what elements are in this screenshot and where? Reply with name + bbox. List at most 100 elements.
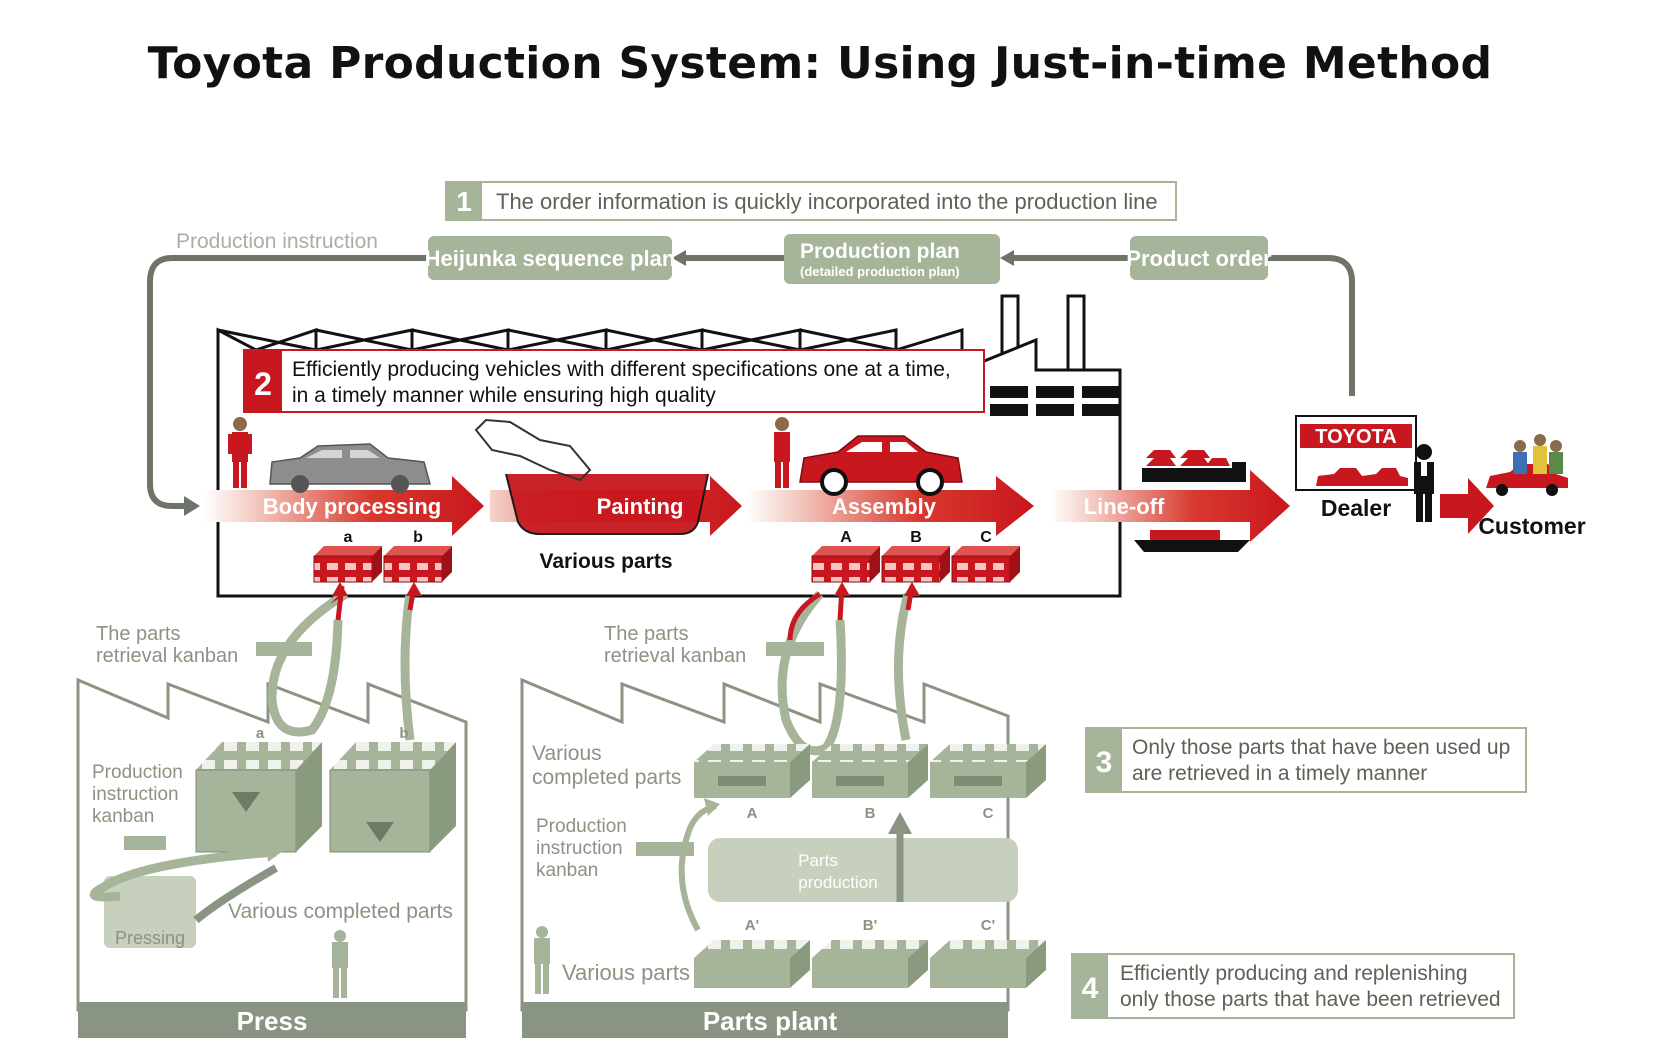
parts-production-label-1: Parts xyxy=(798,851,838,870)
press-pik-2: instruction xyxy=(92,784,179,805)
plant-bin-B-prime: B' xyxy=(812,917,928,988)
press-pik-3: kanban xyxy=(92,806,154,827)
factory-parts-bins: a b A B xyxy=(313,529,1020,583)
family-car-icon xyxy=(1486,434,1568,496)
bin-B: B xyxy=(881,529,950,583)
press-pik-1: Production xyxy=(92,762,183,783)
car-body-icon xyxy=(269,443,431,493)
step-4-line2: only those parts that have been retrieve… xyxy=(1120,988,1501,1011)
svg-text:C': C' xyxy=(981,917,995,934)
product-order-box xyxy=(1130,236,1268,280)
line-off-label: Line-off xyxy=(1084,494,1165,519)
pressing-label: Pressing xyxy=(115,928,185,948)
bin-A: A xyxy=(811,529,880,583)
step-3-callout: 3 Only those parts that have been used u… xyxy=(1085,727,1527,793)
parts-production-label-2: production xyxy=(798,873,877,892)
red-car-icon xyxy=(799,435,963,496)
step-4-line1: Efficiently producing and replenishing xyxy=(1120,962,1468,985)
svg-text:b: b xyxy=(413,529,423,546)
step-4-number: 4 xyxy=(1082,972,1099,1005)
plant-pik-1: Production xyxy=(536,816,627,837)
plant-various-parts-label: Various parts xyxy=(562,960,690,985)
press-kanban-label-2: retrieval kanban xyxy=(96,645,238,667)
information-flow-loop: Production instruction Heijunka sequence… xyxy=(147,230,1355,516)
step-1-number: 1 xyxy=(456,186,472,217)
ship-icon xyxy=(1134,530,1250,552)
plant-pik-2: instruction xyxy=(536,838,623,859)
step-2-line1: Efficiently producing vehicles with diff… xyxy=(292,358,951,381)
svg-text:A': A' xyxy=(745,917,759,934)
heijunka-label: Heijunka sequence plan xyxy=(425,246,676,271)
press-building: Press The parts retrieval kanban a xyxy=(76,582,468,1038)
svg-text:B: B xyxy=(910,529,922,546)
dealer-building-icon: TOYOTA xyxy=(1295,415,1417,491)
plant-bin-A-prime: A' xyxy=(694,917,810,988)
svg-text:B: B xyxy=(865,805,876,822)
bin-C: C xyxy=(951,529,1020,583)
page-title: Toyota Production System: Using Just-in-… xyxy=(147,38,1493,89)
line-off-arrow xyxy=(1050,470,1290,542)
plant-pik-3: kanban xyxy=(536,860,598,881)
step-3-line2: are retrieved in a timely manner xyxy=(1132,762,1427,785)
various-parts-label: Various parts xyxy=(539,550,672,573)
plant-vcp-1: Various xyxy=(532,742,602,765)
worker-icon xyxy=(332,930,348,998)
step-3-line1: Only those parts that have been used up xyxy=(1132,736,1510,759)
process-flow: Body processing Painting Va xyxy=(204,415,1586,573)
plant-bin-B: B xyxy=(812,744,928,822)
body-processing-label: Body processing xyxy=(263,494,441,519)
dealer-label: Dealer xyxy=(1321,495,1391,521)
press-stack-a: a xyxy=(195,725,322,853)
press-completed-label: Various completed parts xyxy=(228,900,453,923)
production-plan-sub: (detailed production plan) xyxy=(800,264,960,279)
press-kanban-label-1: The parts xyxy=(96,623,180,645)
step-2-callout: 2 Efficiently producing vehicles with di… xyxy=(243,349,985,413)
parts-plant-label: Parts plant xyxy=(703,1006,838,1036)
svg-text:a: a xyxy=(256,725,265,742)
paint-tank-icon xyxy=(505,473,709,535)
bin-b: b xyxy=(383,529,452,583)
svg-text:A: A xyxy=(747,805,758,822)
svg-text:B': B' xyxy=(863,917,877,934)
svg-text:b: b xyxy=(399,725,408,742)
to-customer-arrow xyxy=(1440,478,1494,534)
assembly-arrow xyxy=(746,476,1034,536)
assembly-label: Assembly xyxy=(832,494,937,519)
press-label: Press xyxy=(237,1006,308,1036)
worker-icon xyxy=(228,417,252,488)
worker-icon xyxy=(534,926,550,994)
painting-label: Painting xyxy=(597,494,684,519)
plant-bin-C: C xyxy=(930,744,1046,822)
plant-kanban-label-1: The parts xyxy=(604,623,688,645)
svg-text:a: a xyxy=(344,529,353,546)
step-2-number: 2 xyxy=(254,366,272,402)
production-plan-label: Production plan xyxy=(800,240,960,263)
production-instruction-label: Production instruction xyxy=(176,230,378,253)
product-order-label: Product order xyxy=(1126,246,1272,271)
parts-plant-building: Parts plant The parts retrieval kanban V… xyxy=(520,582,1046,1038)
plant-kanban-label-2: retrieval kanban xyxy=(604,645,746,667)
heijunka-box xyxy=(428,236,672,280)
plant-bin-A: A xyxy=(694,744,810,822)
svg-text:C: C xyxy=(980,529,992,546)
customer-label: Customer xyxy=(1478,513,1585,539)
step-2-line2: in a timely manner while ensuring high q… xyxy=(292,384,716,407)
car-shell-icon xyxy=(474,418,592,482)
salesman-icon xyxy=(1414,444,1434,522)
bin-a: a xyxy=(313,529,382,583)
press-stack-b: b xyxy=(329,725,456,853)
step-4-callout: 4 Efficiently producing and replenishing… xyxy=(1071,953,1515,1019)
plant-bin-C-prime: C' xyxy=(930,917,1046,988)
step-1-callout: 1 The order information is quickly incor… xyxy=(445,181,1177,221)
svg-text:C: C xyxy=(983,805,994,822)
toyota-sign: TOYOTA xyxy=(1315,426,1396,448)
plant-vcp-2: completed parts xyxy=(532,766,681,789)
car-carrier-truck-icon xyxy=(1142,450,1246,482)
body-processing-arrow xyxy=(204,476,484,536)
worker-icon xyxy=(774,417,790,488)
step-1-text: The order information is quickly incorpo… xyxy=(496,189,1158,214)
svg-text:A: A xyxy=(840,529,852,546)
production-plan-box xyxy=(784,234,1000,284)
